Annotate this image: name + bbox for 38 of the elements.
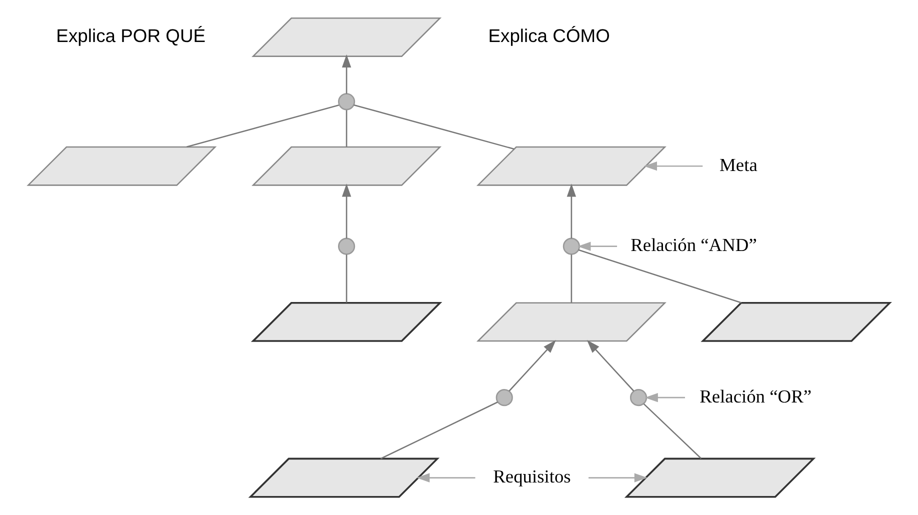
arrow (416, 473, 476, 482)
arrow (644, 392, 685, 402)
node-circle (630, 389, 648, 406)
node-parallelogram (26, 146, 217, 186)
node-text: Relación “AND” (630, 235, 757, 256)
connector (570, 254, 572, 303)
connector (578, 249, 742, 304)
node-circle (338, 238, 356, 255)
connector (643, 403, 702, 459)
arrow (644, 161, 703, 171)
node-parallelogram (624, 458, 816, 498)
node-circle (338, 93, 356, 110)
label: Explica POR QUÉ (56, 25, 206, 46)
connector (354, 104, 514, 150)
node-parallelogram (248, 458, 440, 498)
arrow (508, 340, 556, 392)
node-parallelogram (250, 302, 442, 342)
node-parallelogram (252, 146, 442, 186)
node-parallelogram (476, 302, 666, 342)
arrow (342, 54, 352, 94)
label: Explica CÓMO (488, 25, 610, 46)
node-parallelogram (476, 146, 666, 186)
node-circle (496, 389, 513, 406)
arrow (578, 242, 618, 251)
connector (186, 104, 340, 148)
node-text: Requisitos (493, 466, 571, 487)
arrow (588, 473, 648, 482)
node-parallelogram (252, 17, 442, 57)
node-parallelogram (700, 302, 892, 342)
arrow (342, 184, 352, 238)
connector (346, 110, 348, 147)
connector (380, 402, 498, 460)
node-text: Relación “OR” (700, 386, 812, 406)
arrow (566, 184, 576, 238)
node-text: Meta (720, 154, 758, 175)
arrow (586, 340, 634, 392)
connector (346, 254, 348, 303)
node-circle (562, 238, 580, 255)
